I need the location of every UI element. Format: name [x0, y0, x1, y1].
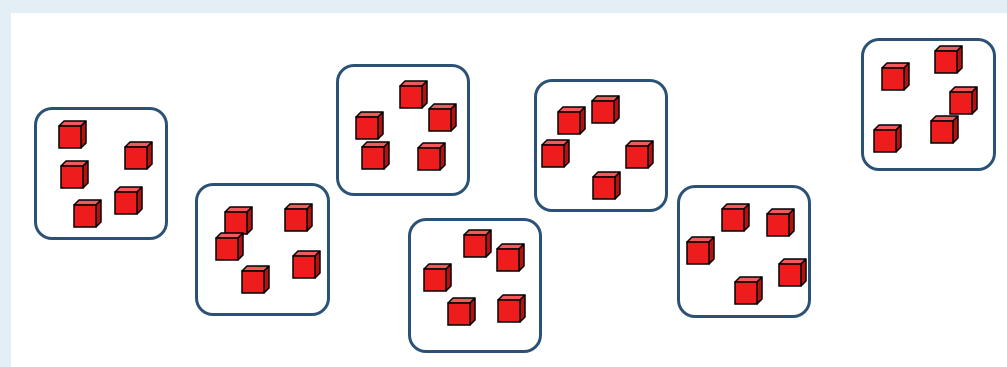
red-cube-icon: [423, 263, 452, 292]
red-cube-icon: [778, 258, 807, 287]
red-cube-icon: [361, 141, 390, 170]
red-cube-icon: [417, 142, 446, 171]
group-5: [534, 79, 668, 212]
group-6: [677, 185, 811, 318]
group-7: [861, 38, 996, 171]
red-cube-icon: [591, 95, 620, 124]
group-3: [336, 64, 470, 196]
red-cube-icon: [497, 294, 526, 323]
group-1: [34, 107, 168, 240]
red-cube-icon: [215, 232, 244, 261]
red-cube-icon: [124, 141, 153, 170]
red-cube-icon: [930, 115, 959, 144]
group-4: [408, 218, 542, 353]
red-cube-icon: [557, 106, 586, 135]
red-cube-icon: [447, 297, 476, 326]
red-cube-icon: [60, 160, 89, 189]
red-cube-icon: [721, 203, 750, 232]
red-cube-icon: [592, 171, 621, 200]
red-cube-icon: [463, 229, 492, 258]
canvas: [11, 13, 1007, 367]
red-cube-icon: [881, 62, 910, 91]
red-cube-icon: [873, 124, 902, 153]
red-cube-icon: [949, 86, 978, 115]
red-cube-icon: [241, 265, 270, 294]
red-cube-icon: [399, 80, 428, 109]
red-cube-icon: [541, 139, 570, 168]
red-cube-icon: [58, 120, 87, 149]
red-cube-icon: [224, 206, 253, 235]
red-cube-icon: [292, 250, 321, 279]
red-cube-icon: [766, 208, 795, 237]
red-cube-icon: [496, 243, 525, 272]
red-cube-icon: [625, 140, 654, 169]
red-cube-icon: [284, 203, 313, 232]
red-cube-icon: [355, 111, 384, 140]
red-cube-icon: [686, 236, 715, 265]
red-cube-icon: [428, 103, 457, 132]
red-cube-icon: [734, 276, 763, 305]
group-2: [195, 183, 330, 316]
red-cube-icon: [934, 45, 963, 74]
red-cube-icon: [114, 186, 143, 215]
red-cube-icon: [73, 199, 102, 228]
